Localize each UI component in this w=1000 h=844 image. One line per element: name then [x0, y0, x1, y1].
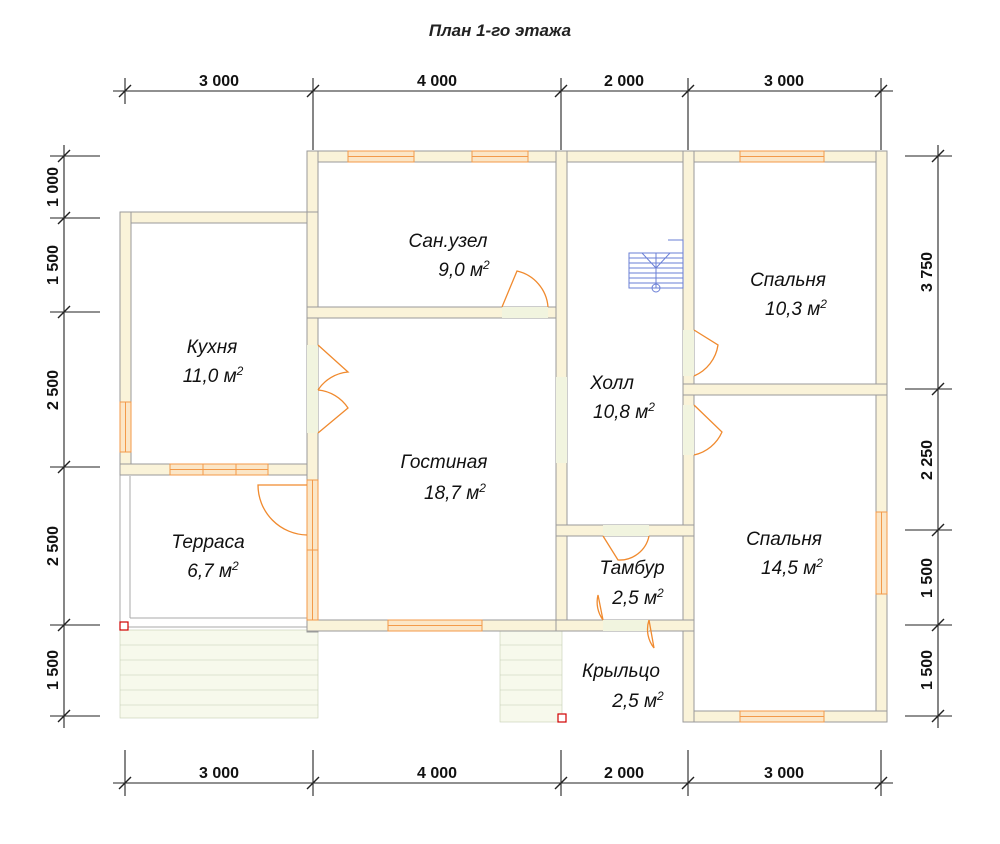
room-kuhnya: Кухня 11,0 м2	[183, 337, 244, 387]
dimension-labels-right: 3 750 2 250 1 500 1 500	[919, 252, 936, 690]
dim-left-4: 2 500	[45, 526, 62, 566]
dim-bottom-4: 3 000	[764, 765, 804, 782]
room-area: 10,8 м2	[593, 400, 655, 423]
room-spalnya-2: Спальня 14,5 м2	[746, 529, 823, 579]
doors	[257, 270, 723, 649]
terrace-post	[119, 621, 129, 631]
terrace-steps	[119, 629, 319, 719]
dim-left-2: 1 500	[45, 245, 62, 285]
room-name: Гостиная	[401, 452, 488, 473]
room-tambur: Тамбур 2,5 м2	[599, 558, 664, 609]
dim-top-2: 4 000	[417, 73, 457, 90]
room-name: Спальня	[746, 529, 822, 550]
openings	[307, 307, 694, 631]
windows	[119, 150, 888, 723]
dim-right-1: 3 750	[919, 252, 936, 292]
room-area: 11,0 м2	[183, 364, 244, 387]
dim-left-3: 2 500	[45, 370, 62, 410]
dim-right-3: 1 500	[919, 558, 936, 598]
room-area: 10,3 м2	[765, 297, 827, 320]
room-name: Тамбур	[599, 558, 664, 579]
room-area: 18,7 м2	[424, 481, 486, 504]
dim-right-4: 1 500	[919, 650, 936, 690]
dim-left-5: 1 500	[45, 650, 62, 690]
porch-steps	[499, 629, 563, 723]
dimension-labels-top: 3 000 4 000 2 000 3 000	[199, 73, 804, 90]
room-name: Терраса	[171, 532, 244, 553]
porch-post	[557, 713, 567, 723]
room-name: Холл	[589, 373, 634, 394]
dim-left-1: 1 000	[45, 167, 62, 207]
room-krylco: Крыльцо 2,5 м2	[582, 661, 664, 712]
dim-bottom-3: 2 000	[604, 765, 644, 782]
dimension-labels-bottom: 3 000 4 000 2 000 3 000	[199, 765, 804, 782]
plan-title: План 1-го этажа	[429, 21, 571, 40]
room-sanuzel: Сан.узел 9,0 м2	[408, 231, 490, 281]
room-name: Кухня	[187, 337, 238, 358]
dimension-labels-left: 1 000 1 500 2 500 2 500 1 500	[45, 167, 62, 690]
room-spalnya-1: Спальня 10,3 м2	[750, 270, 827, 320]
room-area: 2,5 м2	[611, 689, 664, 712]
room-holl: Холл 10,8 м2	[589, 373, 655, 423]
room-area: 6,7 м2	[187, 559, 239, 582]
dim-top-4: 3 000	[764, 73, 804, 90]
dim-top-1: 3 000	[199, 73, 239, 90]
staircase	[628, 239, 684, 293]
room-area: 2,5 м2	[611, 586, 664, 609]
dim-bottom-2: 4 000	[417, 765, 457, 782]
room-area: 9,0 м2	[438, 258, 490, 281]
dim-bottom-1: 3 000	[199, 765, 239, 782]
dim-top-3: 2 000	[604, 73, 644, 90]
terrace-outline	[119, 466, 318, 628]
room-name: Сан.узел	[408, 231, 487, 252]
room-name: Крыльцо	[582, 661, 660, 682]
room-terrasa: Терраса 6,7 м2	[171, 532, 244, 582]
dim-right-2: 2 250	[919, 440, 936, 480]
room-gostinaya: Гостиная 18,7 м2	[401, 452, 488, 504]
room-area: 14,5 м2	[761, 556, 823, 579]
room-name: Спальня	[750, 270, 826, 291]
dimension-lines	[50, 78, 952, 796]
